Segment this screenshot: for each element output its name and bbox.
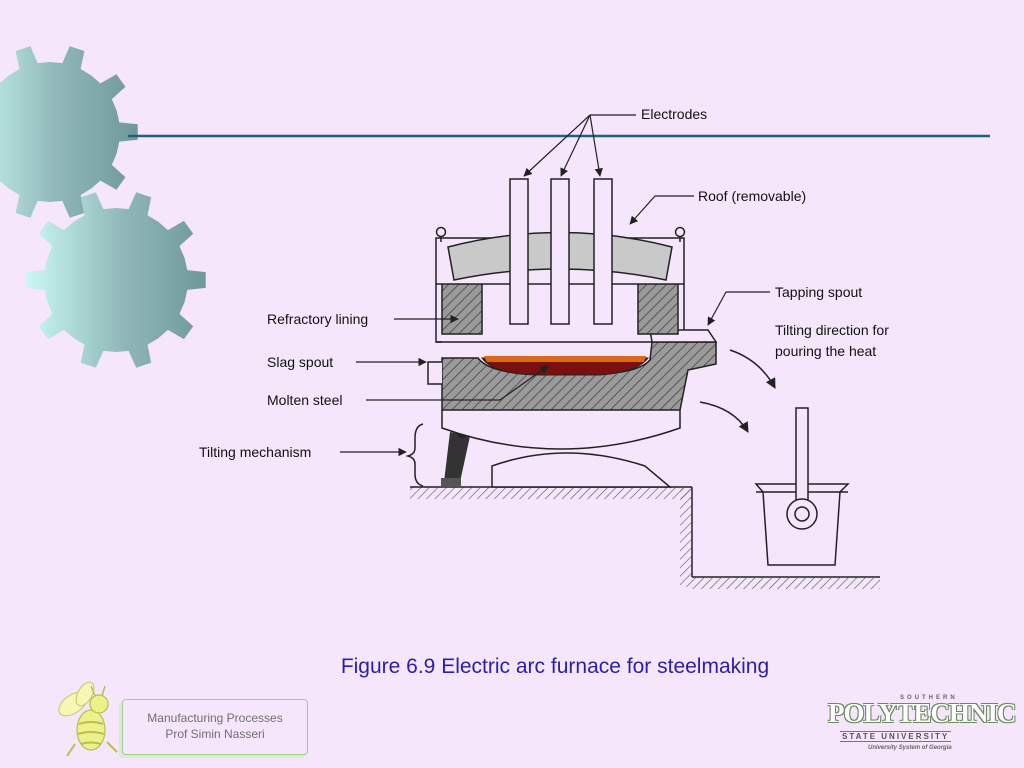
gear-icon: [0, 46, 138, 218]
figure-caption: Figure 6.9 Electric arc furnace for stee…: [340, 655, 770, 678]
tilting-mechanism-cylinder: [441, 428, 470, 486]
label-tilting-direction-2: pouring the heat: [775, 343, 876, 359]
electrode: [550, 178, 570, 325]
label-slag-spout: Slag spout: [267, 354, 333, 370]
footer-course-name: Manufacturing Processes: [147, 711, 283, 725]
ladle: [754, 407, 850, 566]
electrode: [509, 178, 529, 325]
bee-mascot-icon: [58, 681, 118, 757]
molten-steel-pool: [481, 357, 649, 376]
furnace-diagram: Electrodes Roof (removable) Tapping spou…: [199, 106, 889, 589]
label-roof: Roof (removable): [698, 188, 806, 204]
label-refractory-lining: Refractory lining: [267, 311, 368, 327]
university-logo: SOUTHERN POLYTECHNIC STATE UNIVERSITY Un…: [826, 690, 1017, 760]
logo-tagline: University System of Georgia: [868, 745, 952, 751]
label-tilting-mechanism: Tilting mechanism: [199, 444, 311, 460]
label-tilting-direction-1: Tilting direction for: [775, 322, 889, 338]
gear-icon: [26, 192, 206, 368]
logo-main-text: POLYTECHNIC: [828, 698, 1017, 728]
footer-instructor: Prof Simin Nasseri: [165, 727, 265, 741]
slag-layer: [484, 356, 646, 362]
label-molten-steel: Molten steel: [267, 392, 342, 408]
electrode: [593, 178, 613, 325]
label-electrodes: Electrodes: [641, 106, 707, 122]
logo-top-text: SOUTHERN: [900, 695, 958, 701]
logo-sub-text: STATE UNIVERSITY: [840, 731, 952, 742]
label-tapping-spout: Tapping spout: [775, 284, 862, 300]
footer-course-box: Manufacturing Processes Prof Simin Nasse…: [122, 699, 308, 755]
